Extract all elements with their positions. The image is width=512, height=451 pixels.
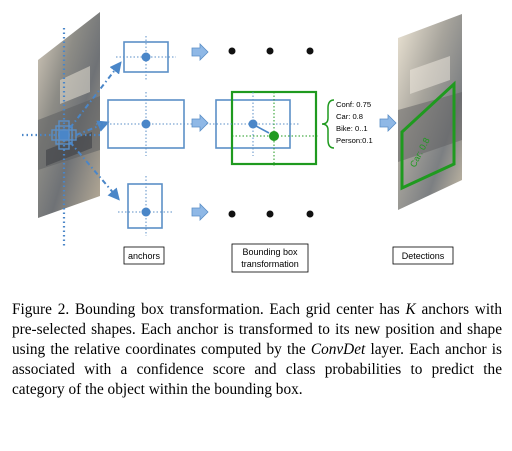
anchor-large: [96, 92, 196, 156]
caption-k: K: [405, 301, 416, 318]
caption-lead: Figure 2. Bounding box transformation. E…: [12, 301, 406, 318]
figure: Conf: 0.75 Car: 0.8 Bike: 0..1 Person:0.…: [22, 12, 462, 273]
class-scores: Conf: 0.75 Car: 0.8 Bike: 0..1 Person:0.…: [336, 100, 373, 145]
anchor-wide: [116, 36, 176, 80]
figure-diagram: Conf: 0.75 Car: 0.8 Bike: 0..1 Person:0.…: [22, 12, 462, 273]
anchor-tall: [118, 176, 172, 236]
svg-text:Detections: Detections: [402, 251, 445, 261]
caption-mid: anchors with pre-selected shapes. Each a…: [12, 301, 502, 358]
class-score: Car: 0.8: [336, 112, 363, 121]
svg-text:transformation: transformation: [241, 259, 299, 269]
transformed-box: [206, 90, 318, 166]
label-transformation: Bounding box transformation: [231, 243, 309, 273]
grid-center-dot: [58, 129, 70, 141]
score-brace: [321, 99, 335, 149]
grid-dots: [228, 47, 314, 218]
class-score: Person:0.1: [336, 136, 373, 145]
input-image: [38, 12, 100, 218]
input-grid-lines: [22, 28, 100, 248]
block-arrows: [191, 43, 397, 221]
figure-caption: Figure 2. Bounding box transformation. E…: [12, 300, 502, 400]
label-anchors: anchors: [123, 246, 165, 265]
label-detections: Detections: [392, 246, 454, 265]
anchor-arrows: [69, 61, 122, 201]
svg-text:Bounding box: Bounding box: [242, 247, 298, 257]
class-score: Conf: 0.75: [336, 100, 371, 109]
output-image: Car: 0.8: [398, 14, 462, 210]
class-score: Bike: 0..1: [336, 124, 368, 133]
caption-convdet: ConvDet: [310, 341, 366, 358]
caption-tail: layer. Each anchor is associated with a …: [12, 341, 502, 398]
svg-text:anchors: anchors: [128, 251, 161, 261]
